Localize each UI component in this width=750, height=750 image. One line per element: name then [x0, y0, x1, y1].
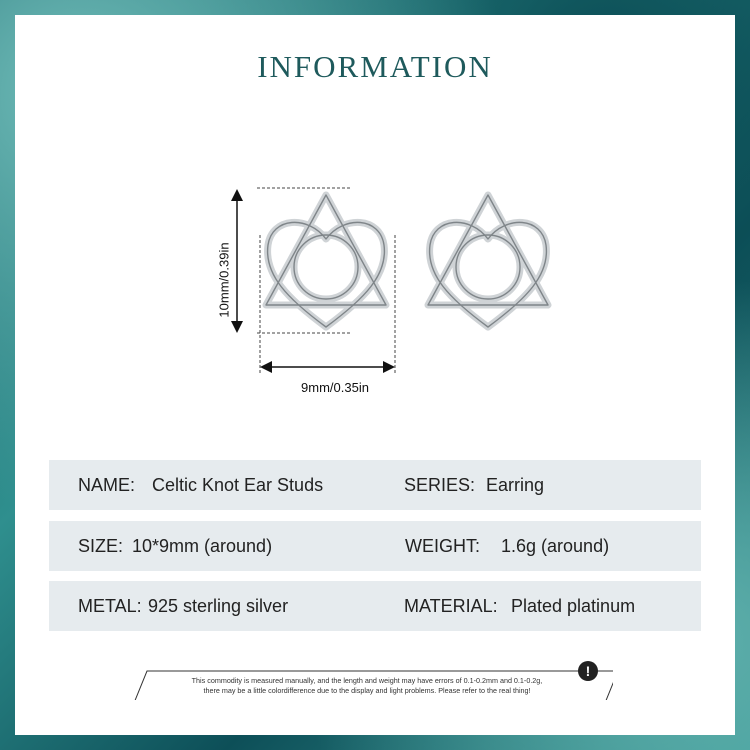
width-dimension-label: 9mm/0.35in — [301, 380, 369, 395]
spec-row-name: NAME: Celtic Knot Ear Studs SERIES: Earr… — [49, 460, 701, 510]
page-title: INFORMATION — [257, 49, 493, 84]
celtic-knot-stud-right — [424, 191, 552, 331]
celtic-knot-stud-left — [262, 191, 390, 331]
info-card: INFORMATION — [15, 15, 735, 735]
spec-value: Earring — [486, 475, 545, 495]
spec-label: SIZE: — [78, 536, 124, 556]
spec-row-size: SIZE: 10*9mm (around) WEIGHT: 1.6g (arou… — [49, 521, 701, 571]
spec-label: MATERIAL: — [404, 596, 498, 616]
spec-label: METAL: — [78, 596, 142, 616]
spec-label: NAME: — [78, 475, 136, 495]
notice-line-1: This commodity is measured manually, and… — [191, 676, 543, 685]
spec-label: SERIES: — [404, 475, 476, 495]
spec-value: Celtic Knot Ear Studs — [152, 475, 324, 495]
notice-text: This commodity is measured manually, and… — [147, 676, 587, 696]
spec-value: 925 sterling silver — [148, 596, 289, 616]
spec-value: 10*9mm (around) — [132, 536, 273, 556]
height-dimension-label: 10mm/0.39in — [212, 225, 236, 335]
spec-row-metal: METAL: 925 sterling silver MATERIAL: Pla… — [49, 581, 701, 631]
spec-label: WEIGHT: — [405, 536, 480, 556]
notice-banner: This commodity is measured manually, and… — [135, 671, 615, 701]
notice-banner-outline — [134, 670, 613, 700]
notice-line-2: there may be a little colordifference du… — [203, 686, 531, 695]
dimension-guides — [231, 187, 396, 375]
height-dimension-text: 10mm/0.39in — [216, 242, 232, 318]
spec-value: Plated platinum — [511, 596, 636, 616]
exclamation-icon: ! — [578, 661, 598, 681]
spec-value: 1.6g (around) — [501, 536, 610, 556]
